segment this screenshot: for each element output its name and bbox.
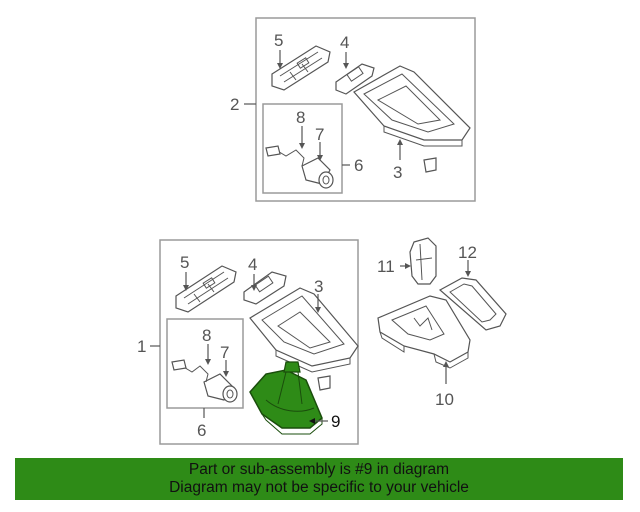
lower-part-3-console-trim: [249, 287, 359, 373]
lower-callout-10: 10: [435, 390, 454, 409]
lower-callout-9: 9: [331, 412, 340, 431]
upper-callout-8: 8: [296, 108, 305, 127]
lower-callout-4: 4: [248, 255, 257, 274]
lower-callout-7: 7: [220, 343, 229, 362]
lower-part-7-socket: [203, 373, 238, 403]
lower-subassembly-6-frame: [166, 318, 244, 409]
lower-assembly: 5 4 3 8: [137, 237, 507, 445]
part-11-shift-knob: [409, 237, 437, 285]
upper-callout-6: 6: [354, 156, 363, 175]
lower-callout-12: 12: [458, 243, 477, 262]
lower-callout-5: 5: [180, 253, 189, 272]
upper-clip: [423, 157, 437, 173]
lower-callout-3: 3: [314, 277, 323, 296]
upper-callout-3: 3: [393, 163, 402, 182]
lower-clip: [317, 375, 331, 391]
lower-callout-8: 8: [202, 326, 211, 345]
highlighted-part-9-shift-boot: [249, 361, 323, 435]
upper-part-8-harness: [265, 145, 305, 167]
parts-diagram: 5 4 3 8: [137, 17, 507, 445]
lower-callout-1: 1: [137, 337, 146, 356]
upper-part-3-console-trim: [353, 65, 471, 147]
lower-assembly-frame: [159, 239, 359, 445]
upper-assembly-frame: [255, 17, 476, 202]
lower-part-5-switch-panel: [175, 265, 237, 313]
upper-part-5-switch-panel: [271, 45, 331, 91]
upper-part-7-socket: [301, 157, 334, 189]
part-10-shifter-base: [377, 295, 471, 369]
part-info-banner: Part or sub-assembly is #9 in diagram Di…: [15, 458, 623, 500]
lower-callout-11: 11: [377, 257, 395, 276]
upper-assembly: 5 4 3 8: [230, 17, 476, 202]
part-12-indicator-bezel: [438, 277, 507, 331]
banner-line-disclaimer: Diagram may not be specific to your vehi…: [169, 479, 469, 496]
upper-callout-7: 7: [315, 125, 324, 144]
upper-subassembly-6-frame: [262, 103, 343, 194]
banner-line-part-number: Part or sub-assembly is #9 in diagram: [188, 461, 450, 478]
upper-callout-2: 2: [230, 95, 239, 114]
upper-callout-4: 4: [340, 33, 349, 52]
lower-part-4-switch: [243, 271, 287, 305]
upper-part-4-switch: [335, 63, 375, 95]
upper-callout-5: 5: [274, 31, 283, 50]
lower-part-8-harness: [171, 359, 209, 383]
lower-callout-6: 6: [197, 421, 206, 440]
